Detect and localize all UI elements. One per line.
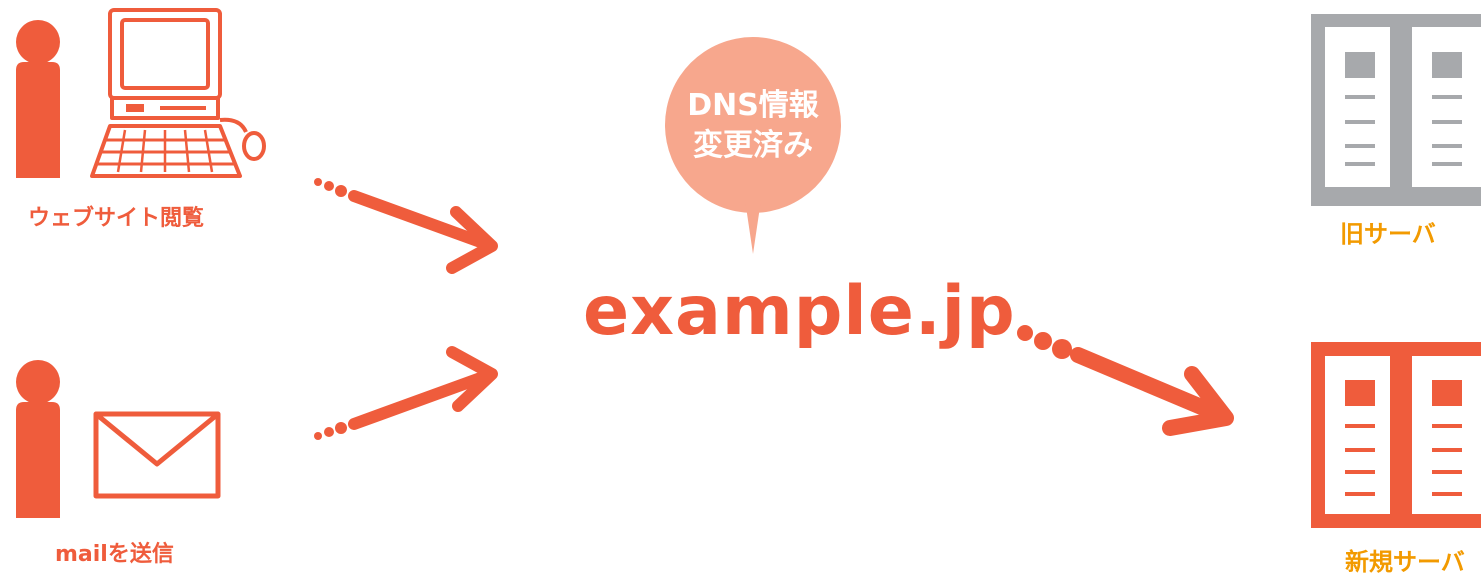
arrow-mail-to-domain xyxy=(314,346,498,440)
mail-label: mailを送信 xyxy=(55,542,174,567)
arrow-browse-to-domain xyxy=(314,178,498,274)
envelope-icon xyxy=(93,411,221,499)
old-server-label: 旧サーバ xyxy=(1340,220,1436,248)
dns-changed-bubble xyxy=(665,37,841,254)
computer-icon xyxy=(90,8,266,178)
bubble-line-1: DNS情報 xyxy=(687,88,819,123)
arrow-domain-to-new-server xyxy=(1017,325,1234,436)
server-icon xyxy=(1311,14,1481,206)
person-icon xyxy=(16,360,60,518)
bubble-line-2: 変更済み xyxy=(693,128,813,163)
browse-label: ウェブサイト閲覧 xyxy=(28,206,205,231)
person-icon xyxy=(16,20,60,178)
server-icon xyxy=(1311,342,1481,528)
domain-name: example.jp xyxy=(583,272,1016,351)
new-server-label: 新規サーバ xyxy=(1345,548,1465,576)
